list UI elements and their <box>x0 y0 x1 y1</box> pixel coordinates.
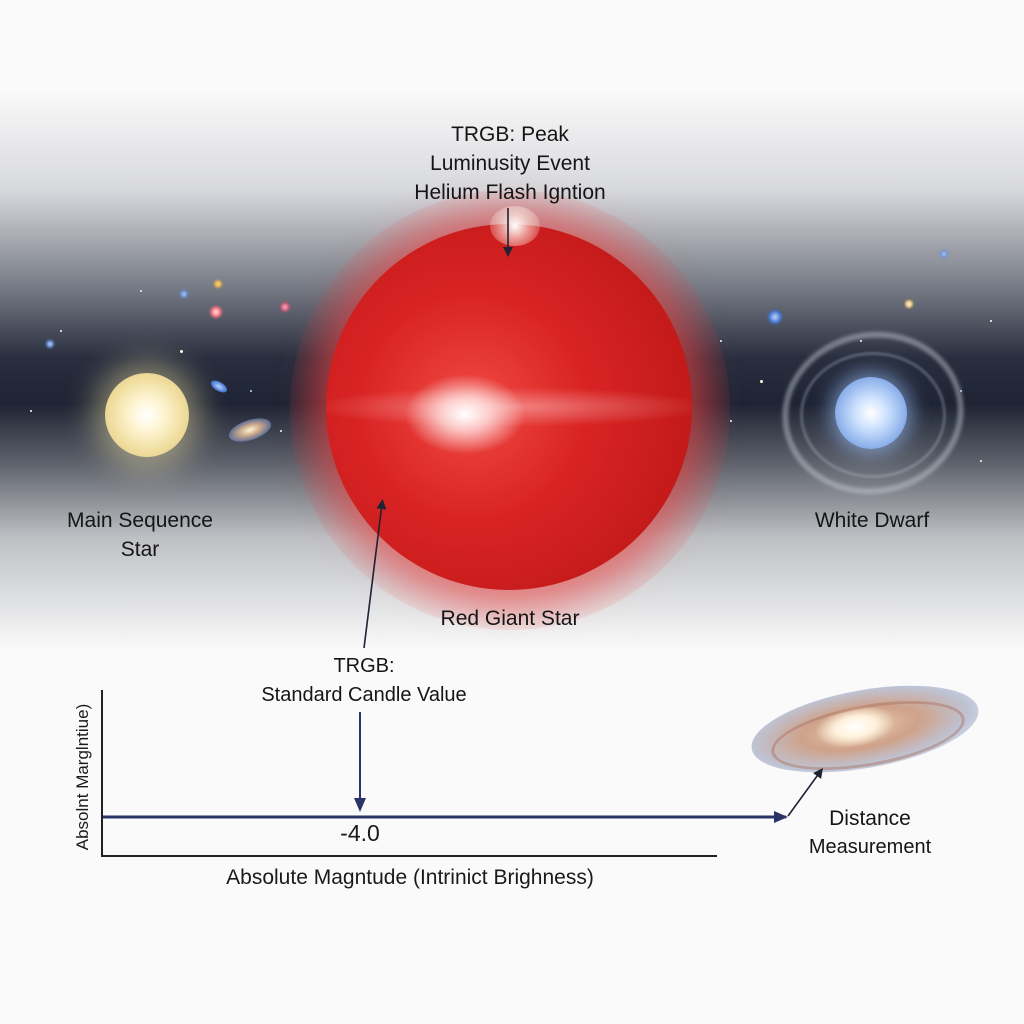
x-axis <box>101 855 717 857</box>
distance-line-1: Distance <box>829 807 911 830</box>
standard-candle-annotation: TRGB: Standard Candle Value <box>224 652 504 710</box>
red-giant-label: Red Giant Star <box>440 607 580 630</box>
to-galaxy-arrow <box>787 767 823 817</box>
candle-line-2: Standard Candle Value <box>261 684 467 706</box>
distance-line-2: Measurement <box>808 836 932 858</box>
main-sequence-label: Main Sequence Star <box>40 506 240 564</box>
white-dwarf-label: White Dwarf <box>814 509 930 532</box>
peak-luminosity-annotation: TRGB: Peak Luminusity Event Helium Flash… <box>380 120 640 207</box>
starfield <box>0 90 1024 650</box>
peak-line-1: TRGB: Peak <box>451 123 569 146</box>
main-sequence-line-2: Star <box>120 538 160 561</box>
trgb-value-label: -4.0 <box>340 820 380 846</box>
main-sequence-line-1: Main Sequence <box>67 509 213 532</box>
red-giant-star-icon <box>326 224 692 590</box>
peak-line-2: Luminusity Event <box>430 152 590 175</box>
white-dwarf-star-icon <box>835 377 907 449</box>
planetary-nebula-inner-ring-icon <box>800 352 946 478</box>
peak-line-3: Helium Flash Igntion <box>414 181 606 204</box>
candle-line-1: TRGB: <box>333 655 395 677</box>
candle-to-giant-arrow <box>363 499 387 649</box>
x-axis-label: Absolute Magntude (Intrinict Brighness) <box>226 866 594 889</box>
helium-flash-flare-icon <box>490 206 540 246</box>
y-axis <box>101 690 103 856</box>
main-sequence-star-icon <box>105 373 189 457</box>
distance-measurement-label: Distance Measurement <box>770 804 970 862</box>
